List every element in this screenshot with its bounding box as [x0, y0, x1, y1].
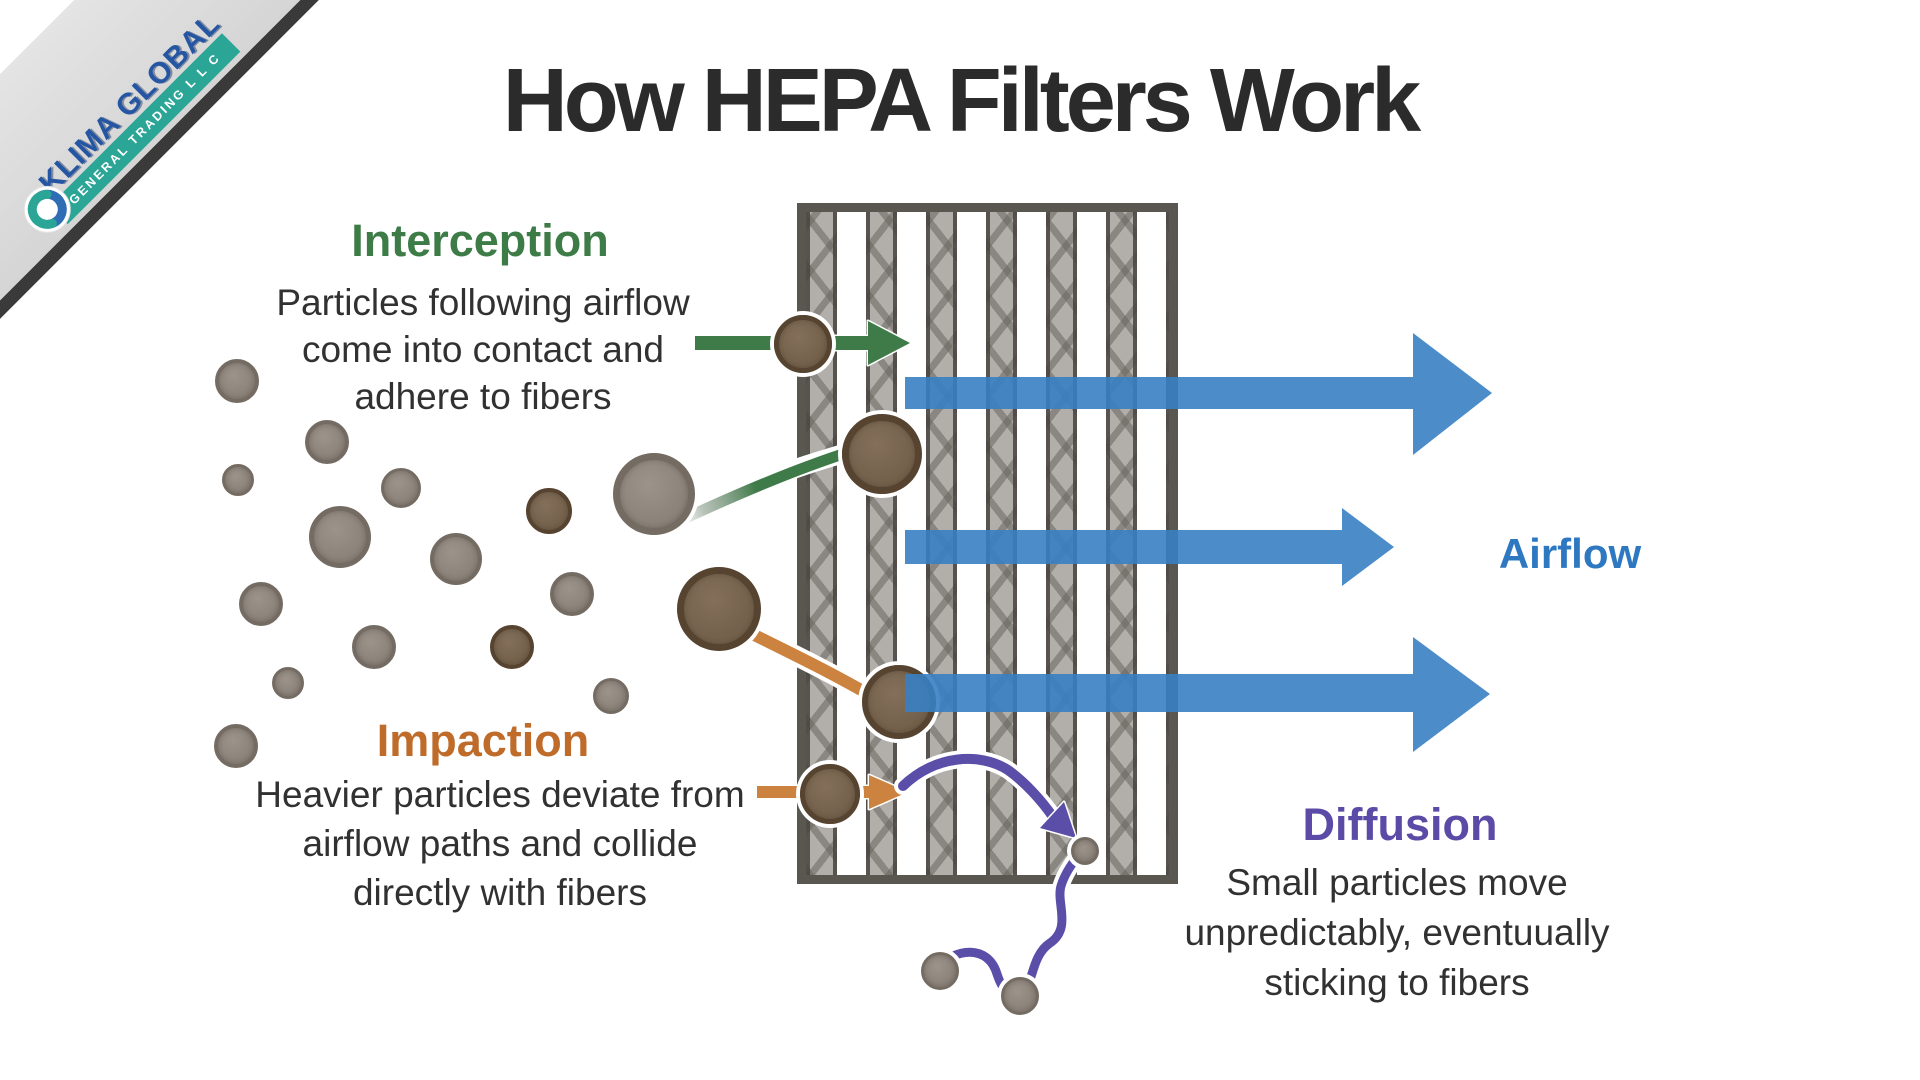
- particle: [214, 724, 258, 768]
- impaction-heading: Impaction: [376, 715, 590, 766]
- interception-heading: Interception: [351, 215, 609, 266]
- particle: [1001, 977, 1039, 1015]
- particle: [305, 420, 349, 464]
- particle: [215, 359, 259, 403]
- airflow-label: Airflow: [1498, 530, 1642, 577]
- impaction-line-1: Heavier particles deviate from: [255, 774, 745, 815]
- particle: [222, 464, 254, 496]
- particle: [774, 315, 832, 373]
- diffusion-description: Small particles move unpredictably, even…: [1184, 858, 1609, 1008]
- diffusion-line-2: unpredictably, eventuually: [1184, 912, 1610, 953]
- particle: [309, 506, 371, 568]
- particle: [272, 667, 304, 699]
- particle: [490, 625, 534, 669]
- interception-description: Particles following airflow come into co…: [276, 279, 689, 420]
- particle: [613, 453, 695, 535]
- impaction-line-3: directly with fibers: [352, 872, 648, 913]
- particle: [430, 533, 482, 585]
- impaction-description: Heavier particles deviate from airflow p…: [255, 770, 744, 917]
- particle: [526, 488, 572, 534]
- diffusion-line-3: sticking to fibers: [1264, 962, 1530, 1003]
- particle: [677, 567, 761, 651]
- interception-line-1: Particles following airflow: [276, 282, 690, 323]
- impaction-line-2: airflow paths and collide: [302, 823, 698, 864]
- page-title: How HEPA Filters Work: [502, 51, 1421, 151]
- brand-logo-icon: [23, 185, 71, 233]
- interception-line-3: adhere to fibers: [354, 376, 612, 417]
- particle: [921, 952, 959, 990]
- particle: [239, 582, 283, 626]
- brand-banner: KLIMA GLOBAL GENERAL TRADING L L C: [0, 0, 355, 361]
- particle: [1071, 837, 1099, 865]
- diffusion-heading: Diffusion: [1302, 799, 1498, 850]
- particle: [800, 764, 860, 824]
- particle: [842, 414, 922, 494]
- interception-line-2: come into contact and: [301, 329, 664, 370]
- particle: [381, 468, 421, 508]
- diffusion-line-1: Small particles move: [1226, 862, 1568, 903]
- particle: [593, 678, 629, 714]
- particle: [550, 572, 594, 616]
- particle: [352, 625, 396, 669]
- particle: [862, 665, 936, 739]
